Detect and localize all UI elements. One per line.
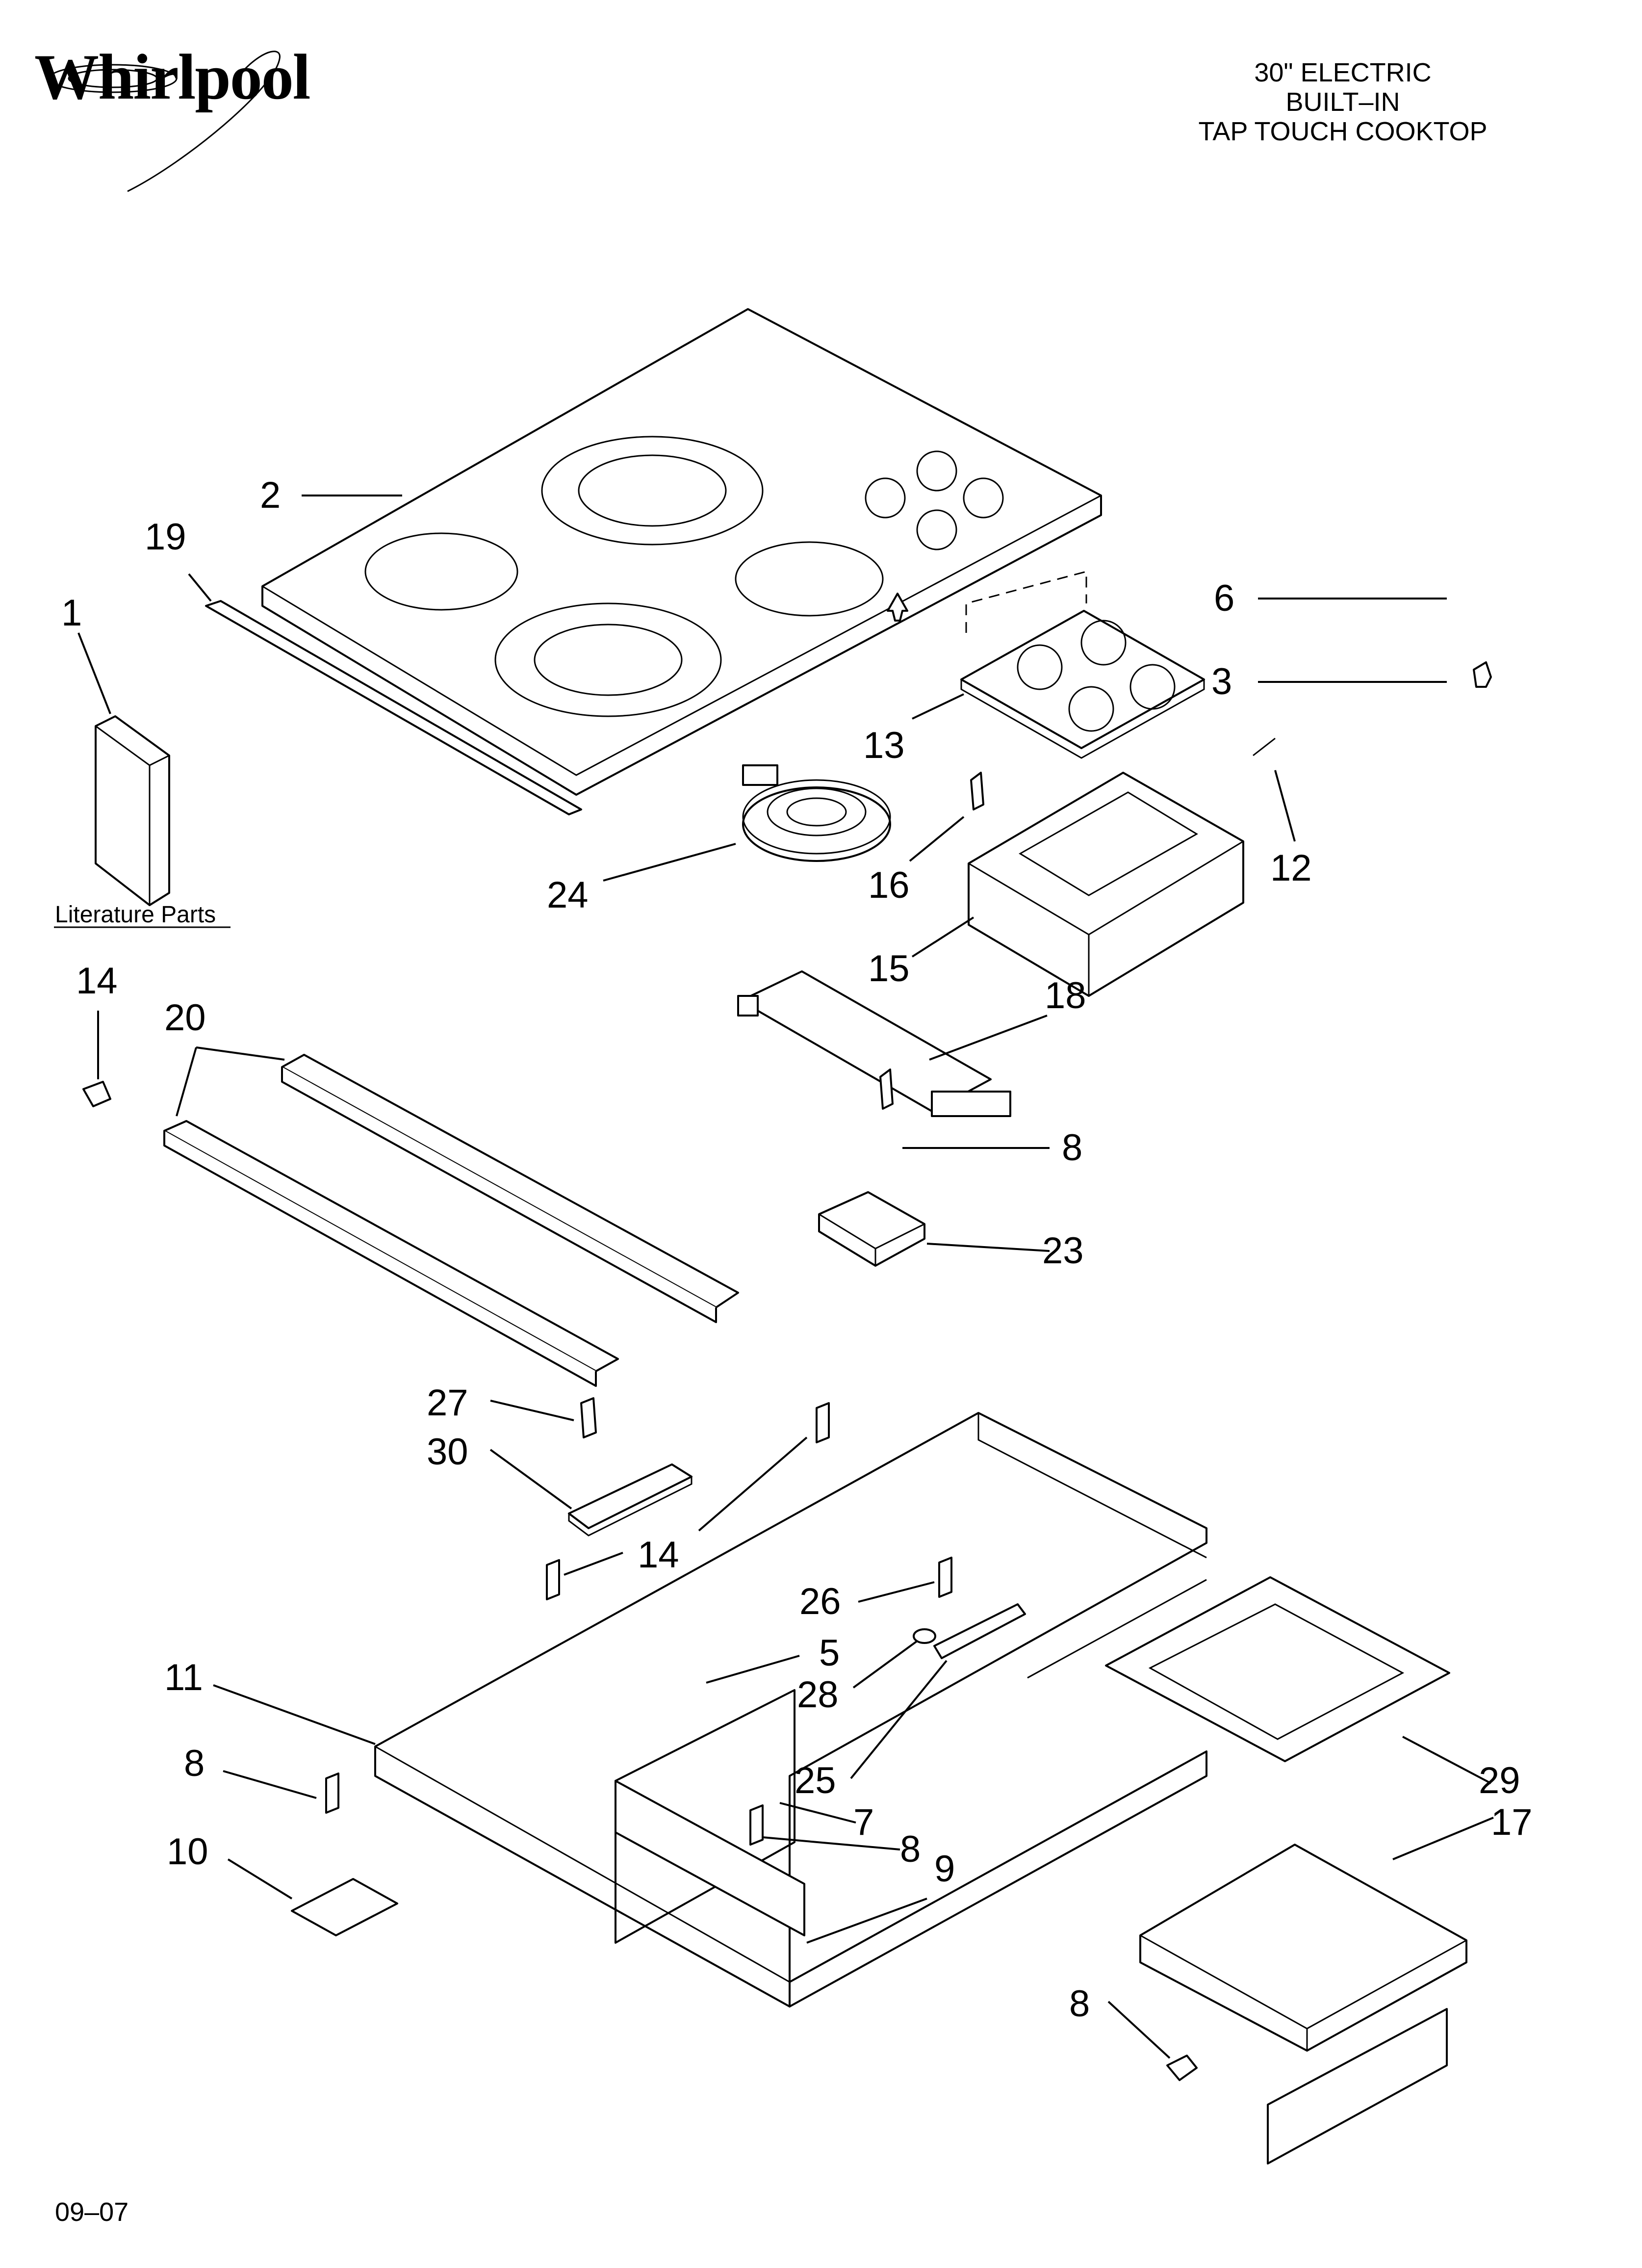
callout-11: 11: [164, 1657, 203, 1698]
callout-labels: 2 19 1 6 3 13 12 24 16 15 18 14 20 8 23 …: [61, 474, 1533, 2025]
literature-parts-book: Literature Parts: [54, 715, 231, 928]
callout-7: 7: [853, 1801, 874, 1843]
front-trim-strip-part: [205, 600, 582, 815]
touch-control-board-part: [960, 571, 1205, 759]
junction-box-part: [1139, 1844, 1467, 2164]
callout-12: 12: [1270, 847, 1312, 889]
mounting-plate-part: [1105, 1576, 1450, 1762]
callout-2: 2: [260, 474, 281, 516]
plug-part: [913, 1628, 936, 1644]
ribbon-cable-part: [737, 970, 1011, 1117]
callout-29: 29: [1479, 1760, 1520, 1801]
callout-8c: 8: [900, 1828, 921, 1870]
brand-swoosh: [48, 51, 281, 192]
brand-logo: Whirlpool: [34, 39, 310, 114]
callout-8a: 8: [1062, 1127, 1082, 1169]
side-rails-part: [163, 1054, 739, 1387]
inner-panel-part: [615, 1689, 805, 1944]
glass-cooktop-part: [261, 308, 1102, 796]
callout-17: 17: [1491, 1801, 1533, 1843]
bottom-tray-part: [374, 1412, 1207, 2007]
callout-26: 26: [799, 1581, 841, 1622]
leader-lines: [77, 495, 1494, 2059]
radiant-element-part: [742, 764, 891, 862]
callout-15: 15: [868, 948, 910, 990]
literature-parts-label: Literature Parts: [55, 902, 216, 928]
terminal-block-part: [933, 1603, 1026, 1659]
callout-3: 3: [1211, 661, 1232, 703]
footer-code: 09–07: [55, 2197, 129, 2227]
callout-14b: 14: [638, 1534, 679, 1576]
callout-16: 16: [868, 864, 910, 906]
callout-27: 27: [427, 1382, 468, 1424]
title-line-3: TAP TOUCH COOKTOP: [1198, 117, 1488, 146]
title-line-1: 30" ELECTRIC: [1254, 58, 1432, 87]
callout-1: 1: [61, 592, 82, 634]
small-plate-part: [291, 1878, 398, 1936]
callout-24: 24: [547, 874, 589, 916]
callout-13: 13: [863, 725, 905, 766]
screws: [82, 593, 1492, 2081]
callout-28: 28: [797, 1674, 839, 1716]
electronic-control-box-part: [968, 772, 1244, 997]
wire-part: [1253, 737, 1276, 756]
title-line-2: BUILT–IN: [1285, 87, 1400, 117]
mounting-bracket-part: [568, 1463, 693, 1537]
diagram-title: 30" ELECTRIC BUILT–IN TAP TOUCH COOKTOP: [1122, 58, 1564, 146]
callout-5: 5: [819, 1632, 840, 1674]
callout-30: 30: [427, 1431, 468, 1473]
callout-14a: 14: [76, 960, 118, 1002]
callout-25: 25: [795, 1760, 836, 1801]
callout-19: 19: [145, 516, 186, 558]
callout-20: 20: [164, 997, 206, 1039]
callout-10: 10: [167, 1831, 208, 1873]
callout-8d: 8: [1069, 1983, 1090, 2025]
callout-23: 23: [1042, 1230, 1084, 1272]
callout-6: 6: [1214, 577, 1234, 619]
callout-9: 9: [934, 1848, 955, 1890]
brand-logo-text: Whirlpool: [34, 41, 310, 113]
callout-18: 18: [1045, 975, 1086, 1017]
callout-8b: 8: [184, 1743, 205, 1784]
connector-housing-part: [818, 1191, 925, 1267]
